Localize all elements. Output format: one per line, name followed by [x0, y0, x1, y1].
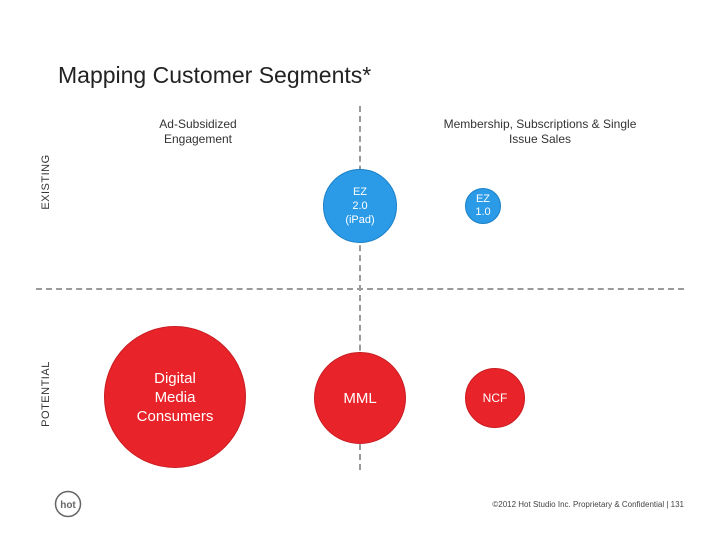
- bubble-mml: MML: [314, 352, 406, 444]
- column-header-left-text: Ad-Subsidized Engagement: [159, 117, 237, 146]
- horizontal-divider: [36, 288, 684, 290]
- bubble-mml-label: MML: [343, 389, 377, 407]
- bubble-ncf: NCF: [465, 368, 525, 428]
- column-header-membership: Membership, Subscriptions & Single Issue…: [420, 117, 660, 147]
- footer-copyright: ©2012 Hot Studio Inc. Proprietary & Conf…: [492, 500, 684, 509]
- bubble-ez-1-label: EZ 1.0: [475, 193, 491, 218]
- hot-studio-logo: hot: [54, 490, 82, 523]
- bubble-ncf-label: NCF: [482, 391, 508, 405]
- bubble-digital-media-consumers: Digital Media Consumers: [104, 326, 246, 468]
- row-label-potential: POTENTIAL: [40, 361, 52, 427]
- bubble-ez-1: EZ 1.0: [465, 188, 501, 224]
- hot-logo-icon: hot: [54, 490, 82, 518]
- logo-text: hot: [60, 500, 76, 511]
- column-header-right-text: Membership, Subscriptions & Single Issue…: [443, 117, 637, 146]
- column-header-ad-subsidized: Ad-Subsidized Engagement: [118, 117, 278, 147]
- row-label-existing: EXISTING: [40, 154, 52, 210]
- bubble-ez-2-ipad: EZ 2.0 (iPad): [323, 169, 397, 243]
- bubble-ez-2-label: EZ 2.0 (iPad): [345, 186, 375, 226]
- slide-title: Mapping Customer Segments*: [58, 62, 372, 88]
- bubble-digital-media-label: Digital Media Consumers: [136, 369, 214, 425]
